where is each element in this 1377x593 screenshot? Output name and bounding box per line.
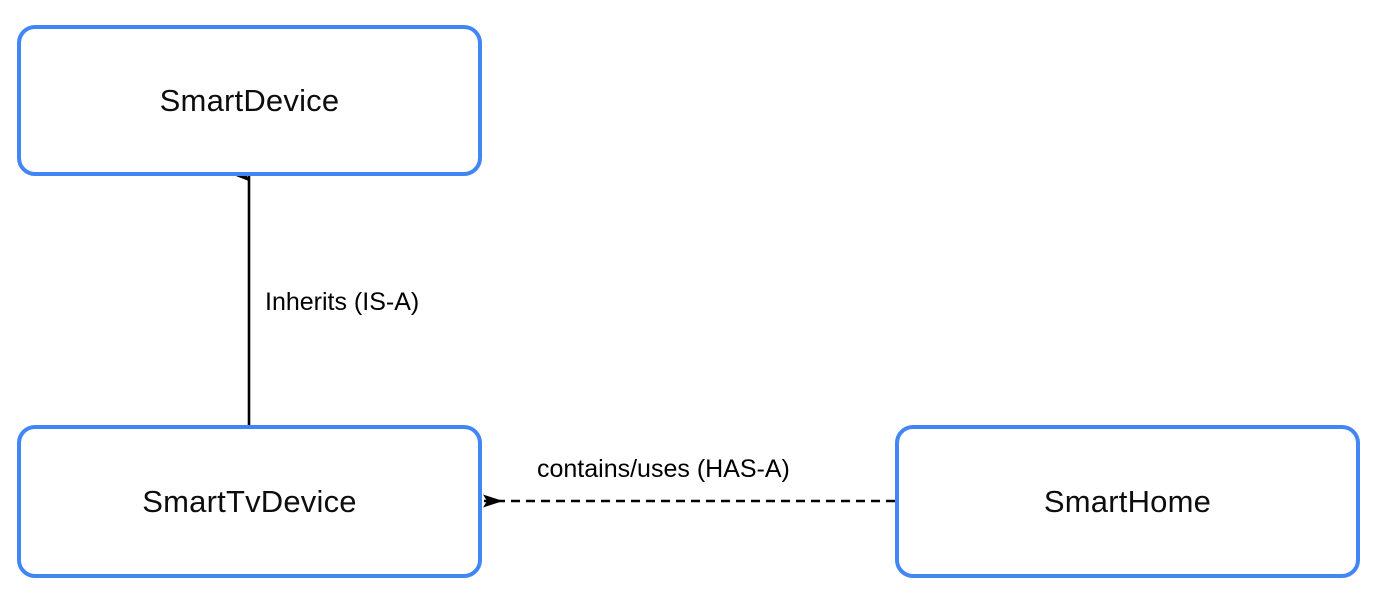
node-smarttvdevice-label: SmartTvDevice [142, 484, 357, 519]
node-smarthome-label: SmartHome [1043, 484, 1212, 519]
edge-label-contains: contains/uses (HAS-A) [537, 455, 790, 483]
node-smarttvdevice[interactable]: SmartTvDevice [17, 425, 482, 578]
node-smarthome[interactable]: SmartHome [895, 425, 1360, 578]
node-smartdevice[interactable]: SmartDevice [17, 25, 482, 176]
edge-label-inherits: Inherits (IS-A) [265, 288, 420, 316]
node-smartdevice-label: SmartDevice [159, 83, 340, 118]
